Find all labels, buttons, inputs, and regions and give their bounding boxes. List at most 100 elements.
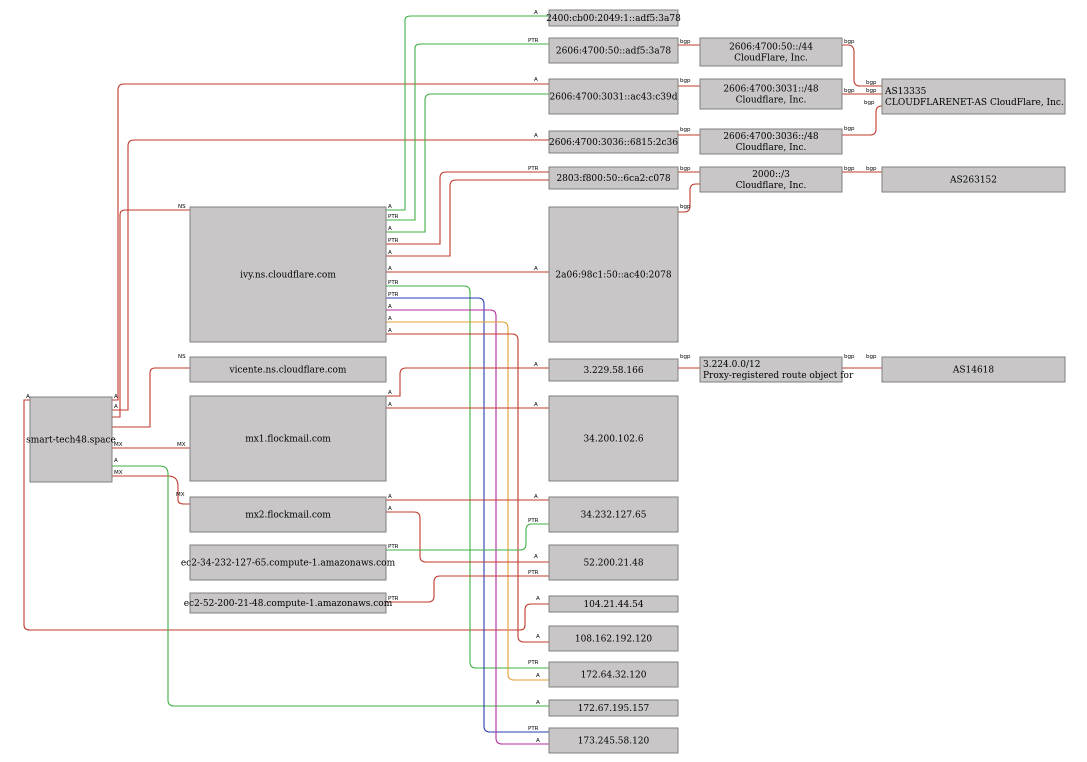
node-label: 2606:4700:50::/44: [729, 43, 813, 53]
node-box: [548, 727, 679, 754]
node-label: 2000::/3: [752, 170, 790, 180]
edge-label: NS: [178, 204, 186, 210]
node-ip6e[interactable]: 2803:f800:50::6ca2:c078: [548, 166, 679, 190]
node-ip4e[interactable]: 104.21.44.54: [548, 595, 679, 613]
edge-label: PTR: [528, 38, 539, 44]
node-box: [699, 128, 843, 155]
node-smart[interactable]: smart-tech48.space: [26, 396, 116, 483]
edge-red: [112, 83, 549, 401]
edge-label: bgp: [680, 354, 691, 360]
edge-red: [386, 575, 549, 603]
edge-label: A: [536, 738, 540, 744]
node-ip4i[interactable]: 173.245.58.120: [548, 727, 679, 754]
edge-label: A: [388, 250, 392, 256]
node-ip4g[interactable]: 172.64.32.120: [548, 661, 679, 688]
edge-green: [112, 465, 549, 707]
node-box: [189, 206, 387, 343]
edge-red: [842, 105, 883, 136]
node-label: ivy.ns.cloudflare.com: [240, 271, 336, 281]
node-label: AS263152: [949, 176, 997, 186]
edge-label: MX: [114, 470, 123, 476]
edge-label: bgp: [866, 88, 877, 94]
node-label: CLOUDFLARENET-AS CloudFlare, Inc.: [885, 98, 1064, 108]
edge-red: [842, 44, 882, 87]
edge-label: MX: [114, 442, 123, 448]
node-ip6d[interactable]: 2606:4700:3036::6815:2c36: [548, 130, 679, 154]
node-ip6b[interactable]: 2606:4700:50::adf5:3a78: [548, 37, 679, 64]
edge-red: [386, 333, 549, 643]
node-box: [548, 206, 679, 343]
edge-red: [386, 367, 549, 397]
node-ip4a[interactable]: 3.229.58.166: [548, 358, 679, 382]
edge-red: [112, 367, 190, 428]
edge-label: bgp: [866, 80, 877, 86]
node-ip4c[interactable]: 34.232.127.65: [548, 496, 679, 533]
node-as3[interactable]: AS14618: [881, 356, 1066, 383]
edge-label: bgp: [680, 78, 691, 84]
node-box: [548, 625, 679, 652]
node-box: [881, 356, 1066, 383]
node-label: smart-tech48.space: [26, 436, 116, 446]
edge-label: A: [388, 204, 392, 210]
node-ip6c[interactable]: 2606:4700:3031::ac43:c39d: [548, 78, 679, 115]
edge-label: A: [534, 77, 538, 83]
edge-label: A: [536, 634, 540, 640]
node-ip4b[interactable]: 34.200.102.6: [548, 395, 679, 482]
node-label: 2606:4700:3031::/48: [723, 85, 819, 95]
node-box: [548, 358, 679, 382]
node-label: Proxy-registered route object for: [703, 371, 854, 381]
node-ip4f[interactable]: 108.162.192.120: [548, 625, 679, 652]
node-ivy[interactable]: ivy.ns.cloudflare.com: [189, 206, 387, 343]
edge-green: [386, 93, 549, 233]
node-ip4h[interactable]: 172.67.195.157: [548, 699, 679, 717]
node-label: 2606:4700:50::adf5:3a78: [556, 47, 671, 57]
node-layer: smart-tech48.space ivy.ns.cloudflare.com v…: [26, 9, 1066, 754]
node-ec2b[interactable]: ec2-52-200-21-48.compute-1.amazonaws.com: [184, 592, 393, 614]
node-mx1[interactable]: mx1.flockmail.com: [189, 395, 387, 482]
node-box: [881, 166, 1066, 193]
edge-label: A: [534, 10, 538, 16]
node-ip4d[interactable]: 52.200.21.48: [548, 544, 679, 581]
node-box: [189, 592, 387, 614]
edge-label: PTR: [528, 570, 539, 576]
edge-label: A: [388, 494, 392, 500]
node-box: [29, 396, 113, 483]
node-label: 34.200.102.6: [583, 435, 643, 445]
edge-label: MX: [177, 442, 186, 448]
edge-label: A: [534, 133, 538, 139]
node-as2[interactable]: AS263152: [881, 166, 1066, 193]
node-label: 104.21.44.54: [583, 600, 643, 610]
node-label: ec2-34-232-127-65.compute-1.amazonaws.co…: [181, 559, 396, 569]
node-ec2a[interactable]: ec2-34-232-127-65.compute-1.amazonaws.co…: [181, 544, 396, 581]
edge-label: A: [26, 394, 30, 400]
edge-label: bgp: [844, 39, 855, 45]
node-box: [548, 544, 679, 581]
node-label: AS14618: [952, 366, 995, 376]
edge-label: PTR: [388, 292, 399, 298]
node-box: [699, 37, 843, 67]
node-vicente[interactable]: vicente.ns.cloudflare.com: [189, 356, 387, 383]
edge-label: PTR: [388, 280, 399, 286]
node-mx2[interactable]: mx2.flockmail.com: [189, 496, 387, 533]
node-box: [189, 544, 387, 581]
edge-label: PTR: [528, 726, 539, 732]
node-label: 108.162.192.120: [575, 635, 653, 645]
edge-label: bgp: [866, 354, 877, 360]
node-label: Cloudflare, Inc.: [736, 96, 807, 106]
edge-label: A: [388, 266, 392, 272]
node-box: [189, 356, 387, 383]
edge-label: A: [534, 402, 538, 408]
node-label: 2606:4700:3036::/48: [723, 132, 819, 142]
edge-red: [112, 139, 549, 411]
edge-label: PTR: [388, 214, 399, 220]
node-ip6a[interactable]: 2400:cb00:2049:1::adf5:3a78: [546, 9, 681, 27]
node-ip6f[interactable]: 2a06:98c1:50::ac40:2078: [548, 206, 679, 343]
edge-label: PTR: [528, 518, 539, 524]
